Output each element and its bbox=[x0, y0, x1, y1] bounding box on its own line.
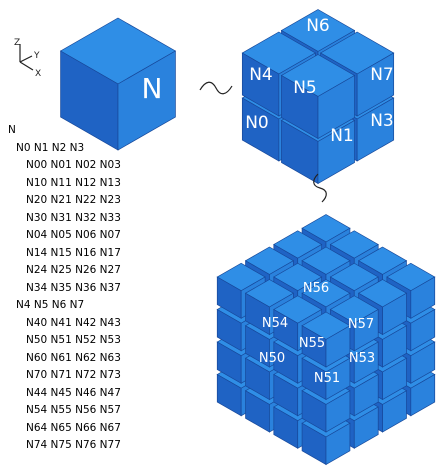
level2-label-n0: N0 bbox=[245, 113, 269, 133]
level3-cube bbox=[216, 214, 436, 466]
level2-label-n4: N4 bbox=[249, 65, 273, 85]
tree-level-2-row: N70 N71 N72 N73 bbox=[26, 369, 121, 381]
level3-subcube-right-face bbox=[325, 422, 351, 466]
tree-level-2-row: N34 N35 N36 N37 bbox=[26, 281, 121, 294]
tree-level-1-row: N0 N1 N2 N3 bbox=[16, 141, 85, 154]
level3-subcube-right-face bbox=[325, 390, 351, 433]
tree-level-2-row: N44 N45 N46 N47 bbox=[26, 386, 121, 399]
tree-level-2-row: N00 N01 N02 N03 bbox=[26, 159, 121, 171]
level2-subcube-right-face bbox=[317, 119, 355, 185]
level2-subcube-right-face bbox=[356, 97, 395, 162]
tilde-connector bbox=[313, 173, 327, 203]
tree-level-2-row: N50 N51 N52 N53 bbox=[26, 334, 121, 346]
level3-label-n53: N53 bbox=[349, 351, 375, 366]
level2-subcube-right-face bbox=[317, 74, 355, 140]
level2-label-n5: N5 bbox=[293, 78, 317, 98]
tree-level-2-row: N64 N65 N66 N67 bbox=[26, 421, 121, 434]
tree-level-2-row: N04 N05 N06 N07 bbox=[26, 229, 121, 241]
level2-labels: N6 N4 N5 N7 N0 N1 N3 bbox=[245, 16, 394, 146]
level3-subcube-right-face bbox=[382, 390, 407, 433]
level3-subcube-right-face bbox=[382, 292, 407, 336]
tree-level-2-row: N20 N21 N22 N23 bbox=[26, 194, 121, 206]
tree-level-2-row: N54 N55 N56 N57 bbox=[26, 404, 121, 416]
tree-level-1-row: N4 N5 N6 N7 bbox=[16, 299, 85, 311]
level3-label-n54: N54 bbox=[262, 316, 288, 331]
level3-subcube-right-face bbox=[410, 341, 436, 384]
tree-level-2-row: N60 N61 N62 N63 bbox=[26, 351, 121, 364]
level3-subcube-right-face bbox=[353, 308, 379, 352]
level3-subcube-right-face bbox=[410, 276, 436, 319]
tilde-connector bbox=[199, 81, 233, 95]
level2-subcube-right-face bbox=[356, 52, 395, 117]
level3-subcube-right-face bbox=[410, 308, 436, 352]
level3-subcube-right-face bbox=[325, 325, 351, 368]
axis-x-label: X bbox=[35, 69, 41, 79]
tree-level-2-row: N24 N25 N26 N27 bbox=[26, 264, 121, 276]
level2-label-n7: N7 bbox=[370, 65, 394, 85]
level3-subcube-right-face bbox=[382, 325, 407, 368]
tree-level-2-row: N14 N15 N16 N17 bbox=[26, 246, 121, 259]
axes-icon: Z Y X bbox=[14, 38, 41, 79]
level3-label-n50: N50 bbox=[259, 351, 285, 366]
level3-subcube-right-face bbox=[353, 373, 379, 417]
level3-subcube-right-face bbox=[353, 341, 379, 384]
level3-label-n55: N55 bbox=[299, 336, 325, 351]
level3-subcube-right-face bbox=[325, 357, 351, 401]
level3-label-n57: N57 bbox=[348, 317, 374, 332]
level3-subcube-right-face bbox=[382, 357, 407, 401]
level3-labels: N56 N54 N55 N57 N50 N51 N53 bbox=[259, 281, 375, 386]
tree-level-0-row: N bbox=[8, 124, 16, 136]
level2-cube bbox=[241, 9, 395, 185]
tree-level-2-row: N10 N11 N12 N13 bbox=[26, 176, 121, 189]
tree-level-2-row: N40 N41 N42 N43 bbox=[26, 316, 121, 329]
level3-subcube-right-face bbox=[410, 373, 436, 417]
level2-label-n3: N3 bbox=[370, 111, 394, 131]
level3-label-n51: N51 bbox=[314, 371, 340, 386]
level3-label-n56: N56 bbox=[303, 281, 329, 296]
level2-label-n6: N6 bbox=[306, 16, 330, 36]
single-cube-label: N bbox=[142, 72, 163, 105]
tree-level-2-row: N74 N75 N76 N77 bbox=[26, 439, 121, 451]
level2-label-n1: N1 bbox=[330, 126, 354, 146]
tree-level-2-row: N30 N31 N32 N33 bbox=[26, 211, 121, 224]
level3-subcube-right-face bbox=[353, 406, 379, 449]
single-cube bbox=[59, 17, 177, 151]
single-cube-right-face bbox=[117, 50, 176, 151]
axis-y-label: Y bbox=[33, 51, 40, 61]
axis-z-label: Z bbox=[14, 38, 20, 48]
